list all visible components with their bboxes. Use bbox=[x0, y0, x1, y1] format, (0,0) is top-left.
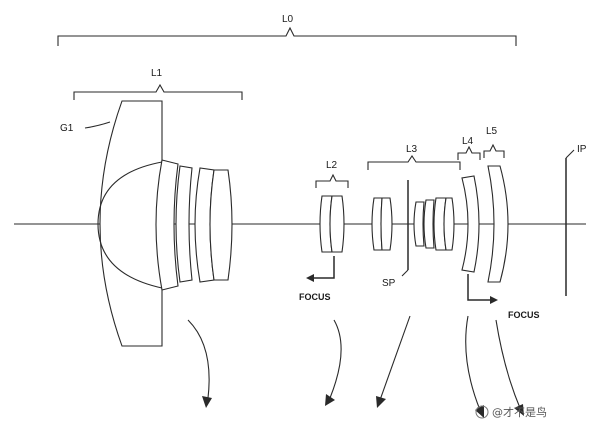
label-l3: L3 bbox=[406, 144, 418, 155]
locus-arrow-l2 bbox=[325, 319, 342, 406]
leader-g1 bbox=[84, 121, 111, 129]
leader-ip bbox=[565, 149, 575, 159]
label-sp: SP bbox=[382, 278, 396, 289]
lens-l2-element2 bbox=[329, 195, 345, 253]
label-l0: L0 bbox=[282, 14, 294, 25]
label-focus-left: FOCUS bbox=[299, 292, 331, 302]
label-l2: L2 bbox=[326, 160, 338, 171]
bracket-l4: L4 bbox=[457, 136, 481, 160]
watermark-logo-icon bbox=[475, 405, 489, 419]
lens-l1-element2 bbox=[155, 159, 179, 291]
bracket-l1: L1 bbox=[73, 68, 243, 100]
lens-l3-element2 bbox=[380, 197, 393, 251]
focus-arrow-l2: FOCUS bbox=[299, 256, 335, 302]
focus-arrow-l4: FOCUS bbox=[467, 274, 540, 320]
label-l4: L4 bbox=[462, 136, 474, 147]
lens-l3-element4 bbox=[423, 199, 435, 249]
locus-arrow-l5 bbox=[495, 319, 524, 416]
bracket-l5: L5 bbox=[483, 126, 505, 158]
lens-l1-element3 bbox=[175, 165, 193, 283]
lens-l5 bbox=[487, 165, 509, 283]
lens-g1 bbox=[99, 100, 163, 347]
watermark-text: @才不是鸟 bbox=[492, 405, 547, 419]
locus-arrow-l1 bbox=[187, 319, 212, 408]
watermark: @才不是鸟 bbox=[475, 405, 547, 419]
label-ip: IP bbox=[577, 144, 587, 155]
label-l1: L1 bbox=[151, 68, 163, 79]
bracket-l2: L2 bbox=[315, 160, 349, 188]
lens-l3-element6 bbox=[443, 197, 455, 251]
bracket-l0: L0 bbox=[57, 14, 517, 46]
leader-sp bbox=[401, 269, 409, 277]
label-l5: L5 bbox=[486, 126, 498, 137]
lens-l3-element3 bbox=[413, 201, 425, 247]
lens-l4 bbox=[461, 175, 480, 273]
bracket-l3: L3 bbox=[367, 144, 461, 170]
locus-arrow-l4 bbox=[465, 315, 484, 418]
locus-arrow-l3 bbox=[376, 315, 411, 408]
label-g1: G1 bbox=[60, 123, 74, 134]
lens-l1-element5 bbox=[209, 169, 233, 281]
label-focus-right: FOCUS bbox=[508, 310, 540, 320]
lens-g1-inner bbox=[97, 161, 163, 289]
